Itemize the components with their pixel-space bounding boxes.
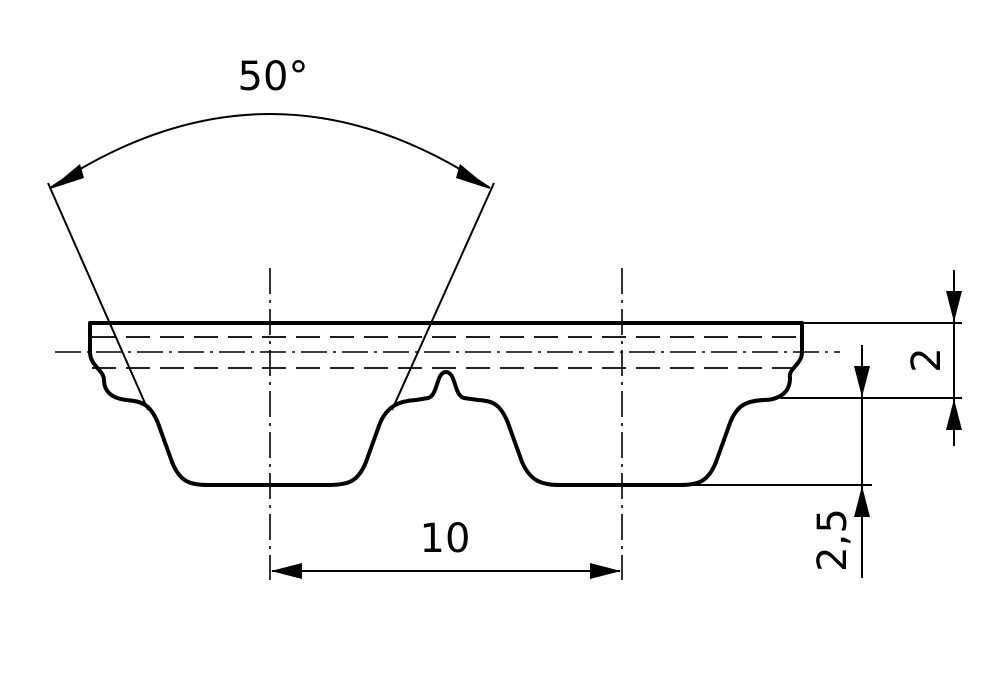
pitch-arrowhead-left — [271, 563, 302, 579]
pitch-arrowhead-right — [590, 563, 621, 579]
flank-extension-line-right — [391, 182, 495, 411]
tooth-height-arrowhead-top — [854, 366, 870, 397]
angle-label: 50° — [238, 54, 309, 100]
angle-arrowhead-right — [456, 164, 490, 189]
angle-dimension-arc — [49, 113, 491, 189]
tooth-height-arrowhead-bottom — [854, 486, 870, 517]
angle-arrowhead-left — [50, 164, 84, 189]
pitch-label: 10 — [420, 516, 471, 562]
belt-outline — [88, 321, 804, 487]
thickness-arrowhead-top — [946, 291, 962, 322]
tooth-height-label: 2,5 — [810, 508, 856, 572]
thickness-label: 2 — [904, 347, 950, 372]
thickness-arrowhead-bottom — [946, 399, 962, 430]
flank-extension-line-left — [47, 182, 149, 411]
